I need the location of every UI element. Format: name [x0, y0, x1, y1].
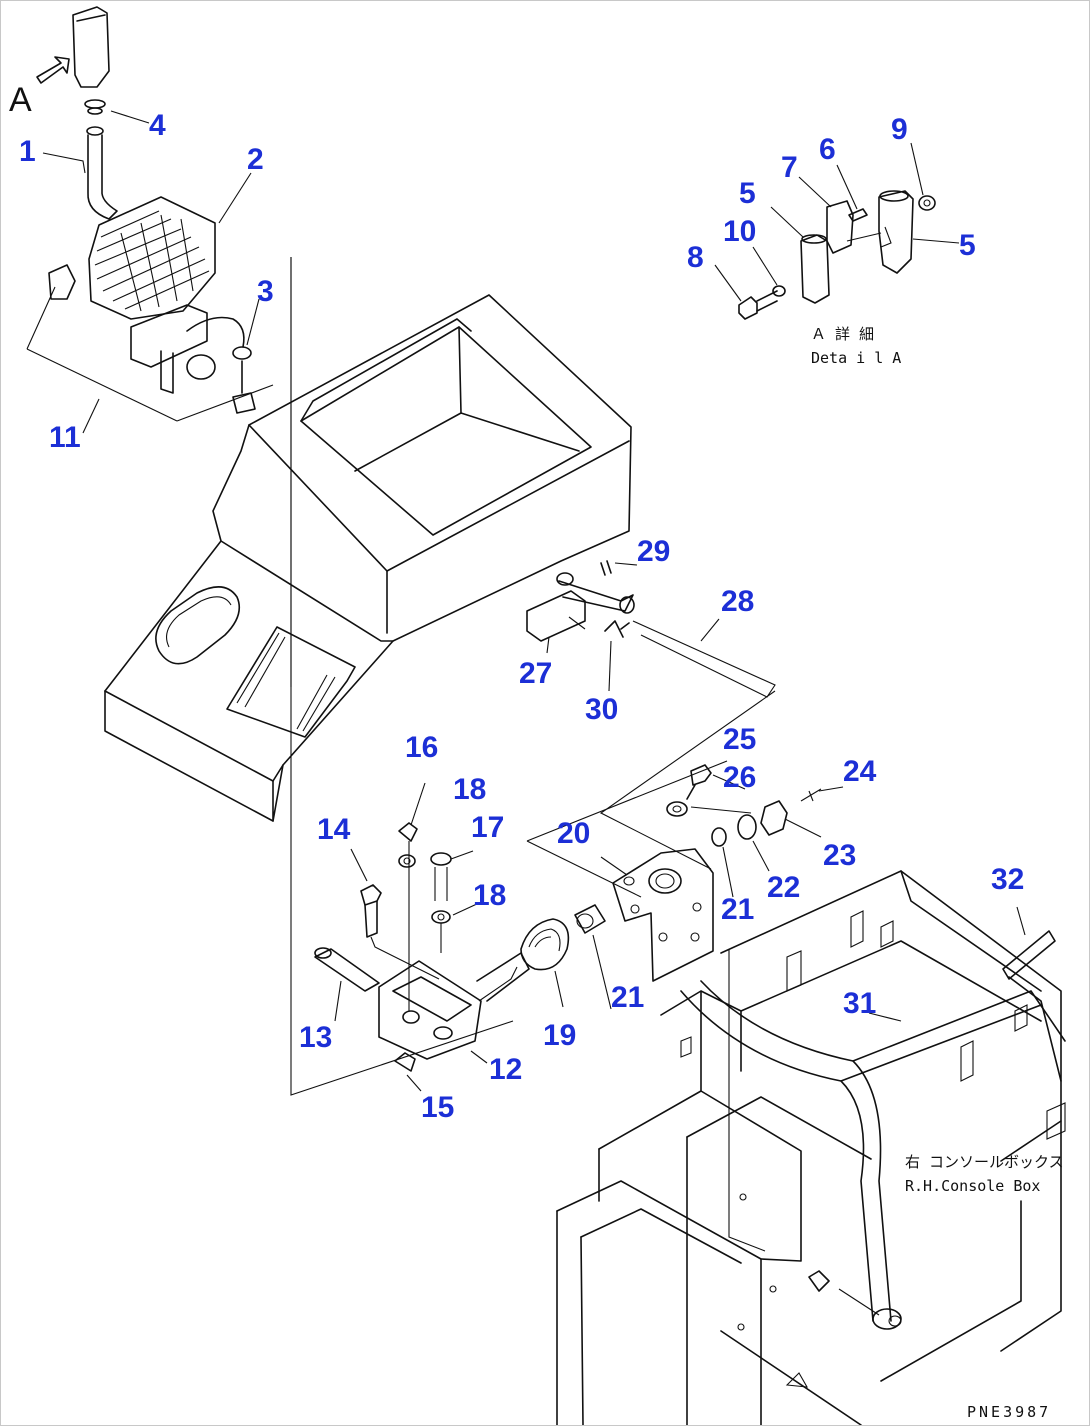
callout-5-left: 5 [739, 177, 756, 210]
callout-15: 15 [421, 1091, 454, 1124]
callout-31: 31 [843, 987, 876, 1020]
detail-a-label-en: Deta i l A [811, 349, 901, 367]
callout-4: 4 [149, 109, 166, 142]
callout-18-lower: 18 [473, 879, 506, 912]
switch-assembly [314, 760, 844, 1092]
callout-17: 17 [471, 811, 504, 844]
callout-21-left: 21 [611, 981, 644, 1014]
callout-22: 22 [767, 871, 800, 904]
callout-12: 12 [489, 1053, 522, 1086]
detail-a-drawing [714, 142, 960, 320]
callout-5-right: 5 [959, 229, 976, 262]
callout-26: 26 [723, 761, 756, 794]
callout-16: 16 [405, 731, 438, 764]
callout-13: 13 [299, 1021, 332, 1054]
callout-20: 20 [557, 817, 590, 850]
drawing-code: PNE3987 [967, 1403, 1051, 1421]
callout-2: 2 [247, 143, 264, 176]
callout-7: 7 [781, 151, 798, 184]
callout-19: 19 [543, 1019, 576, 1052]
damper-assembly [526, 560, 776, 870]
console-box-label-en: R.H.Console Box [905, 1177, 1040, 1195]
callout-23: 23 [823, 839, 856, 872]
callout-1: 1 [19, 135, 36, 168]
frame-assembly [556, 870, 1066, 1425]
callout-32: 32 [991, 863, 1024, 896]
callout-14: 14 [317, 813, 351, 846]
callout-10: 10 [723, 215, 756, 248]
callout-18-upper: 18 [453, 773, 486, 806]
callout-21-right: 21 [721, 893, 754, 926]
console-box [104, 257, 632, 1096]
callout-11: 11 [49, 421, 81, 454]
callout-24: 24 [843, 755, 877, 788]
callout-6: 6 [819, 133, 836, 166]
view-arrow-a [36, 56, 70, 84]
callout-8: 8 [687, 241, 704, 274]
callout-9: 9 [891, 113, 908, 146]
callout-25: 25 [723, 723, 756, 756]
callout-3: 3 [257, 275, 274, 308]
callout-29: 29 [637, 535, 670, 568]
console-box-label-jp: 右 コンソールボックス [905, 1153, 1064, 1171]
callout-27: 27 [519, 657, 552, 690]
control-lever-assembly [26, 6, 274, 434]
callout-28: 28 [721, 585, 754, 618]
detail-a-label-jp: Ａ 詳 細 [811, 325, 874, 343]
callout-30: 30 [585, 693, 618, 726]
view-marker-a: A [9, 81, 32, 119]
